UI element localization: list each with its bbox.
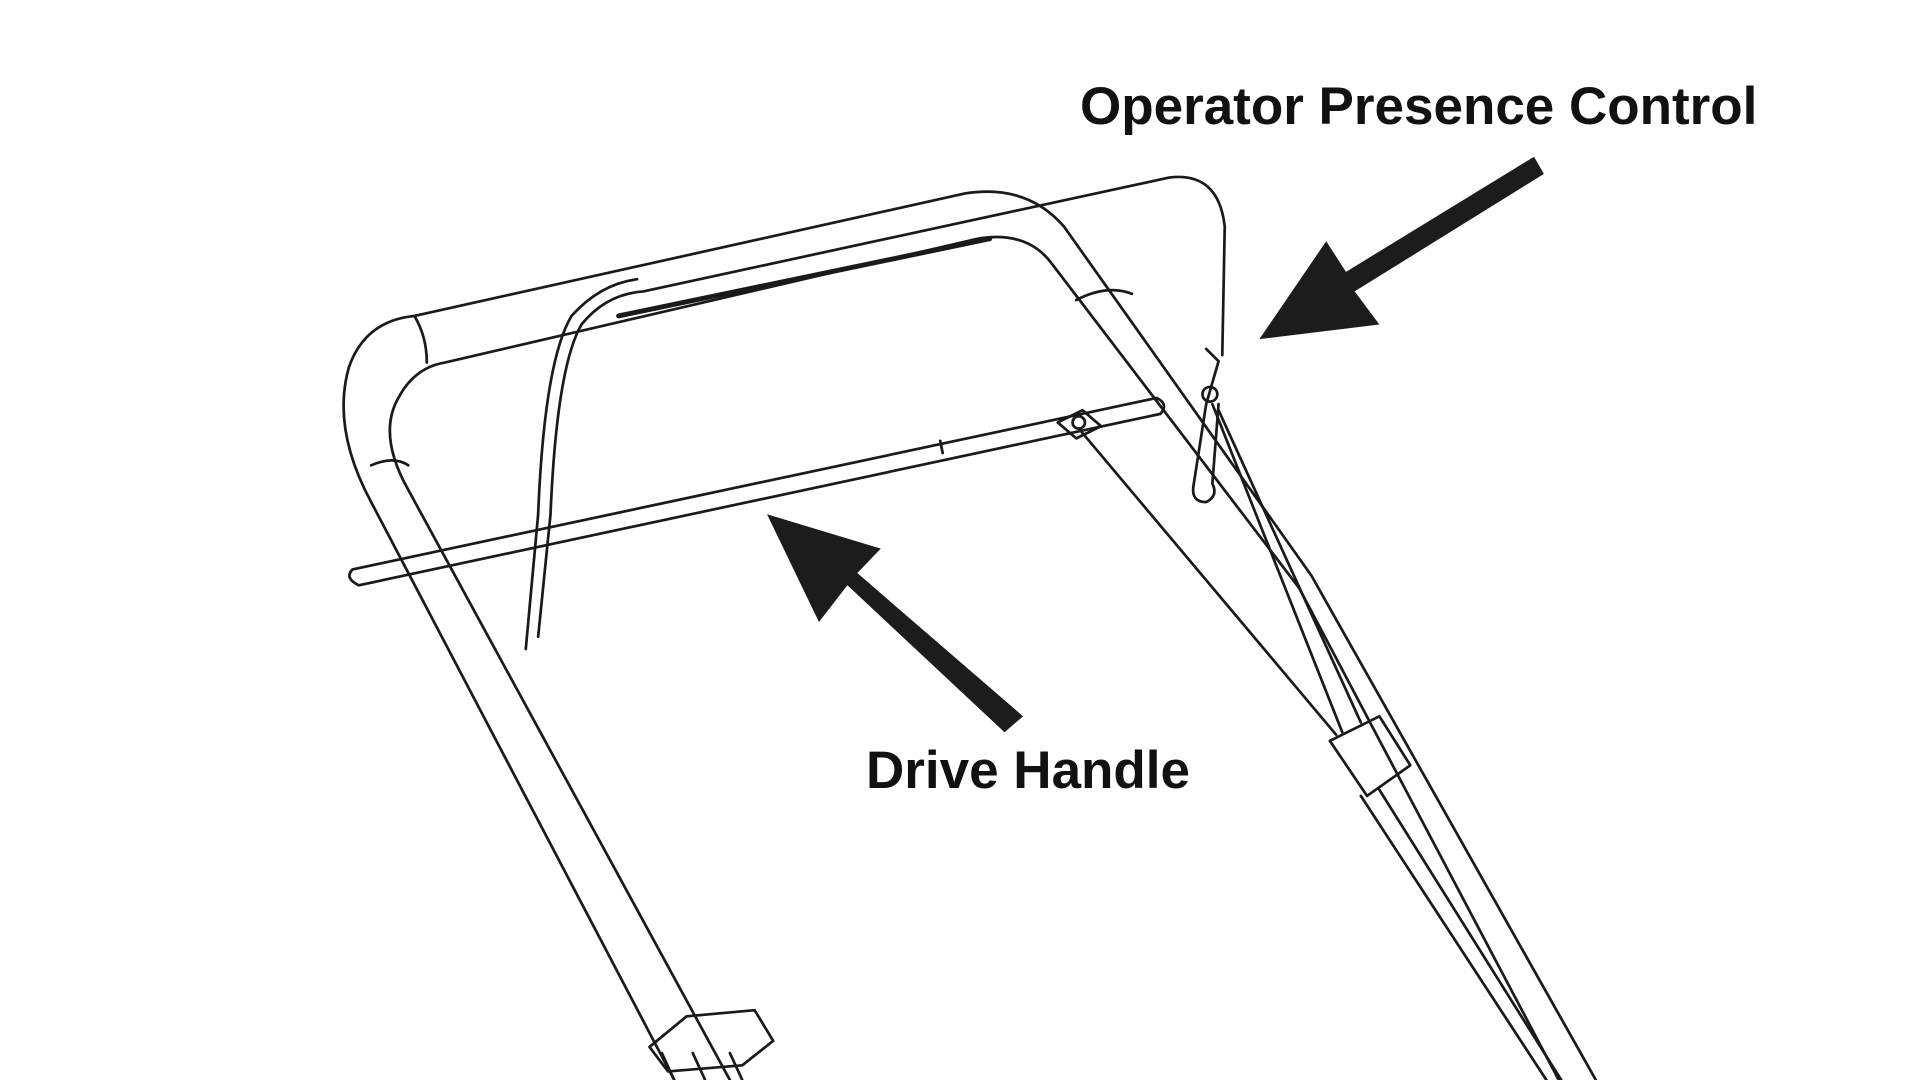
operator-presence-control-label: Operator Presence Control — [1080, 77, 1758, 136]
control-cables — [1077, 402, 1563, 1080]
operator-presence-bail — [524, 175, 1227, 651]
handle-knob — [648, 1008, 775, 1080]
operator-presence-arrow-icon — [1259, 156, 1544, 340]
drive-handle-arrow-icon — [767, 514, 1024, 733]
drive-handle-label: Drive Handle — [866, 741, 1191, 800]
main-handle-frame — [342, 190, 1598, 1080]
drive-handle-bar — [348, 396, 1166, 587]
